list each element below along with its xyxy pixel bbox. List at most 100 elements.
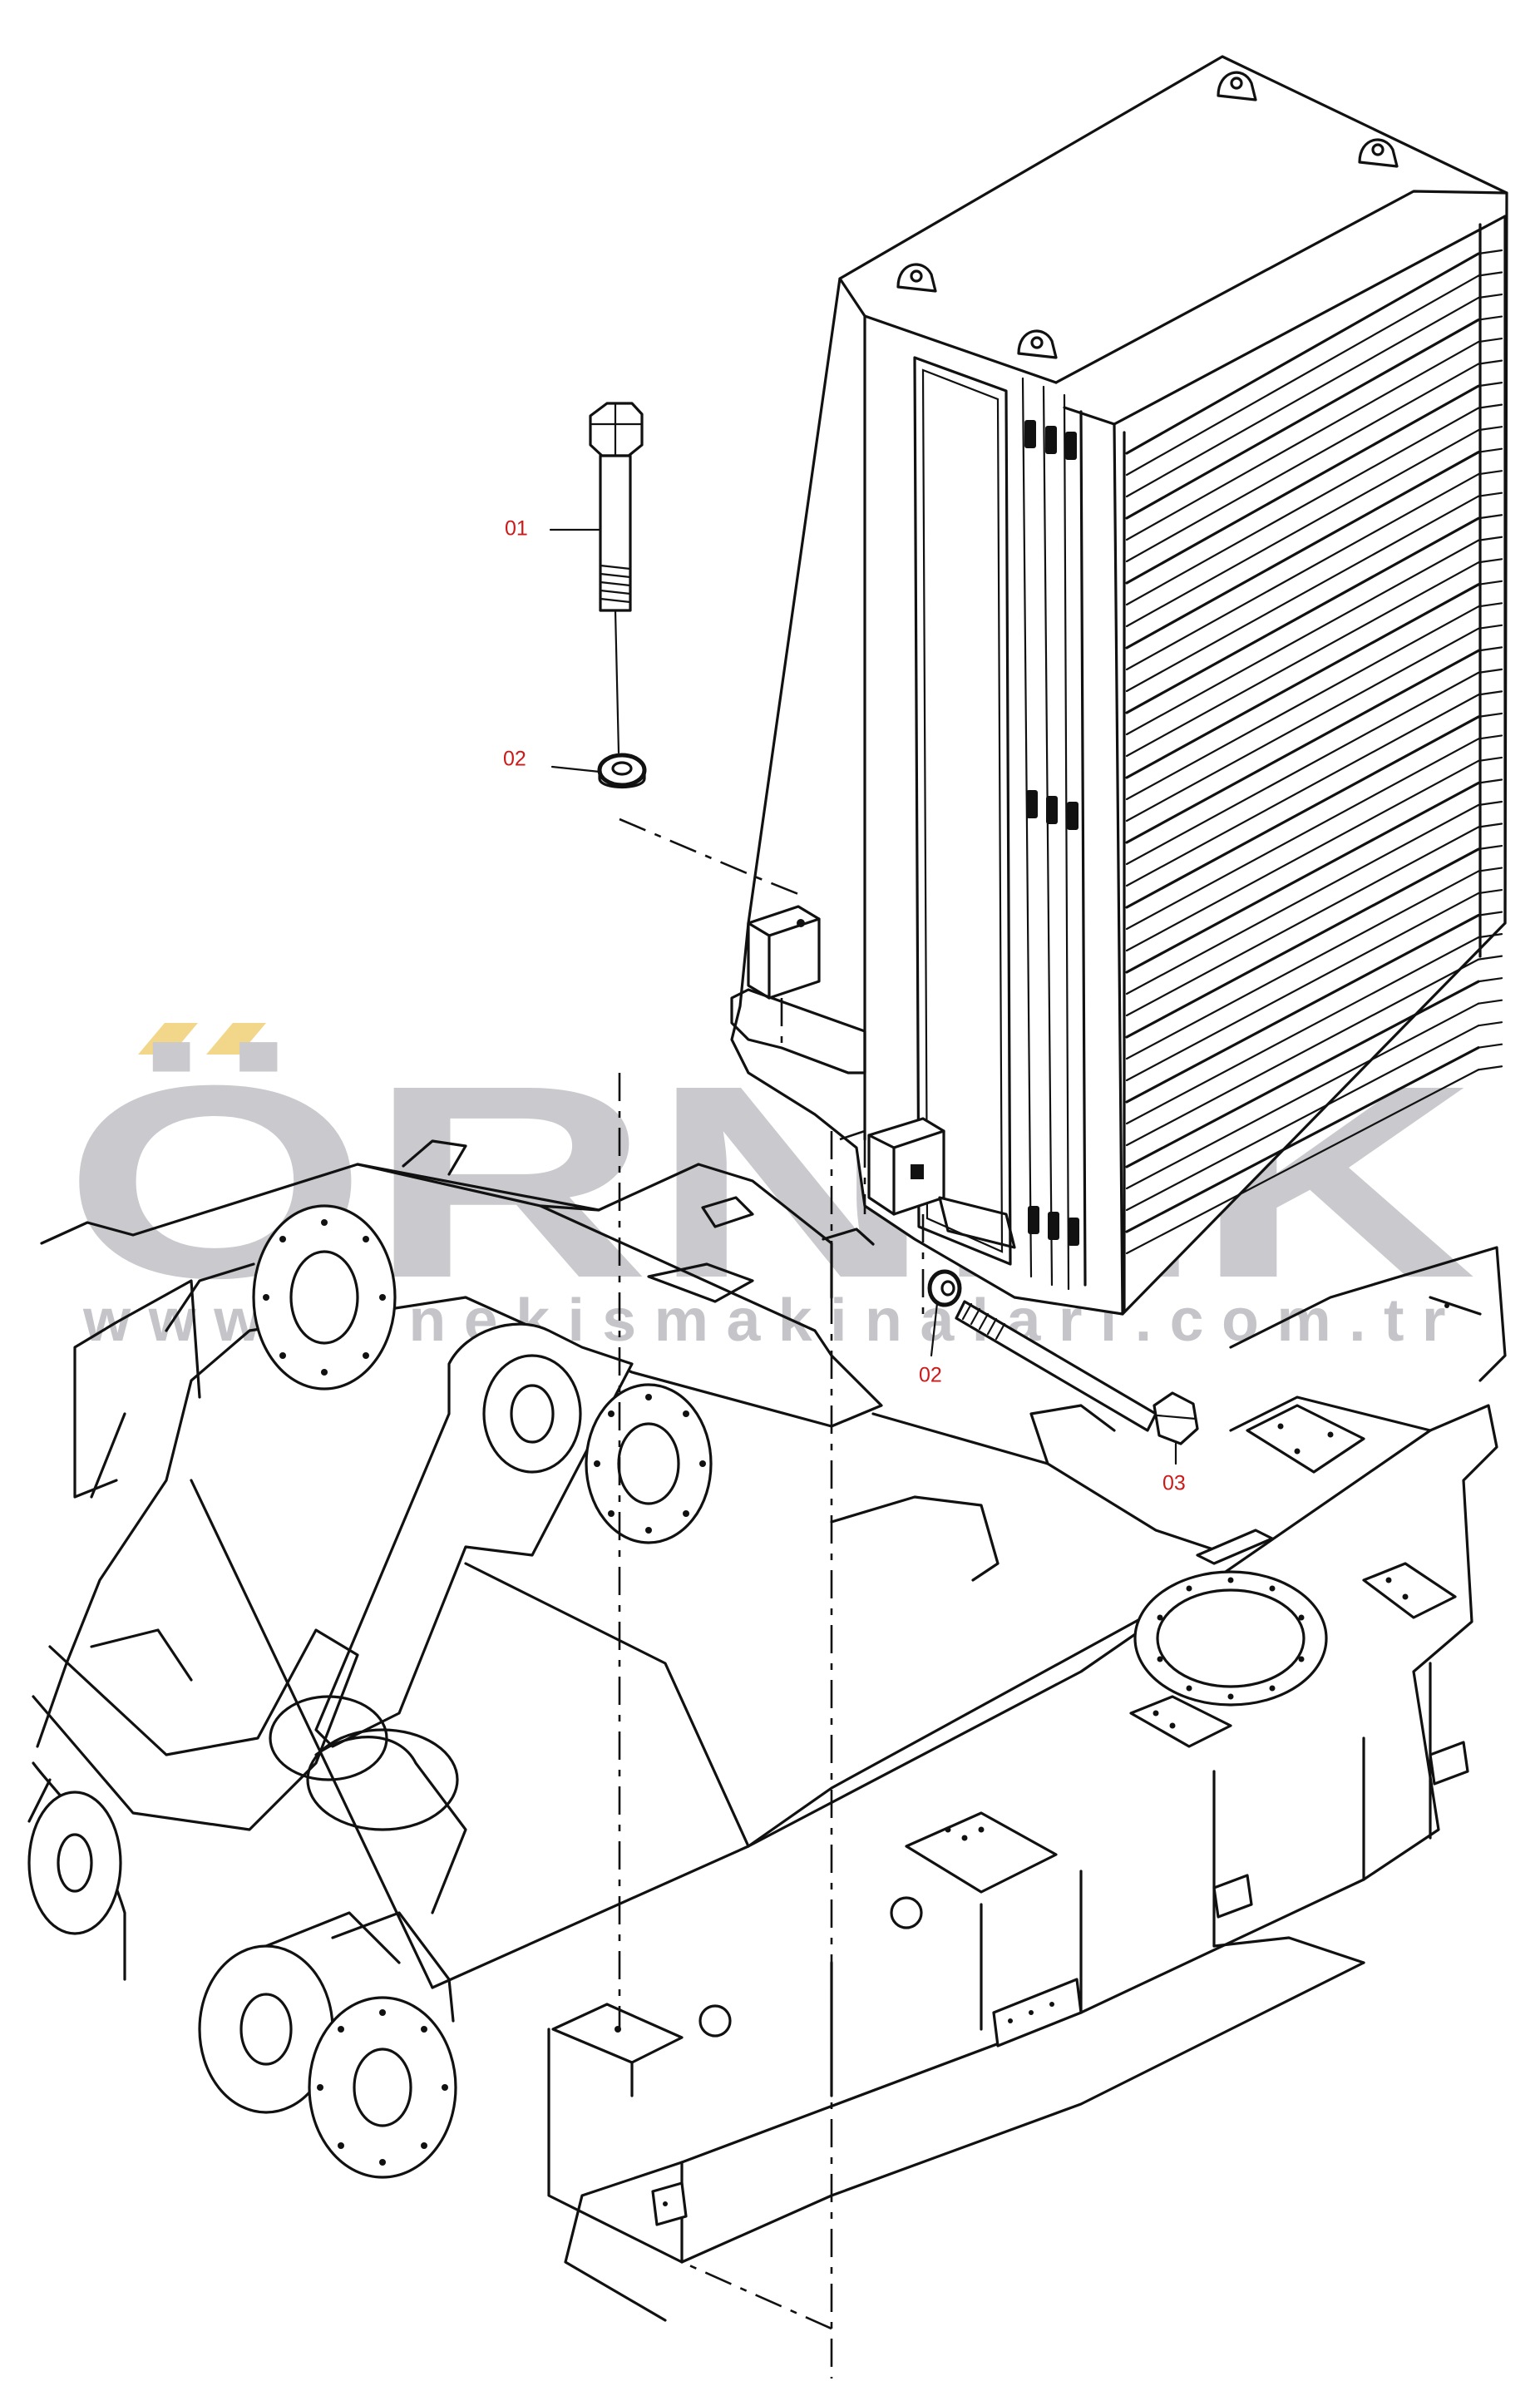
fin-line [1125,1046,1480,1233]
side-plate-2 [1212,1874,1253,1919]
fin-edge [1477,867,1503,872]
fin-edge [1477,977,1503,983]
fin-edge [1477,580,1503,585]
fin-edge [1477,382,1503,388]
callout-bolt-side: 03 [1162,1472,1186,1495]
fin-edge [1477,999,1503,1005]
pin-far-left [27,1791,122,1935]
fin-edge [1477,403,1503,409]
fin-line [1125,274,1480,477]
flange-center [585,1383,713,1544]
fin-line [1125,958,1480,1147]
fin-line [1125,781,1480,974]
fin-edge [1477,1043,1503,1049]
fin-edge [1477,624,1503,630]
fin-edge [1477,734,1503,740]
fin-line [1125,561,1480,758]
fin-line [1125,759,1480,952]
fin-edge [1477,337,1503,343]
fin-edge [1477,800,1503,807]
fin-line [1125,1069,1480,1255]
lifting-eye-3 [1217,71,1257,101]
mount-foot-upper [747,905,821,1000]
fin-edge [1477,911,1503,916]
watermark-accent-1 [138,1023,198,1055]
pad-d [1129,1695,1232,1748]
pad-a [1246,1404,1365,1474]
fin-line [1125,694,1480,887]
fin-edge [1477,536,1503,541]
fin-edge [1477,888,1503,895]
fin-edge [1477,426,1503,432]
fin-edge [1477,315,1503,321]
flange-upper-left [252,1204,397,1391]
fin-edge [1477,470,1503,476]
fin-edge [1477,1021,1503,1027]
fin-line [1125,605,1480,801]
pad-b [1196,1529,1274,1565]
fin-edge [1477,712,1503,719]
fin-line [1125,296,1480,498]
fin-edge [1477,690,1503,696]
watermark-accent-2 [206,1023,266,1055]
flange-front [308,1996,457,2179]
washer-top [597,753,647,789]
fin-line [1125,252,1480,455]
fin-line [1125,803,1480,995]
cooling-fins [1125,249,1503,1255]
hose-clamps [1024,420,1079,1246]
fin-edge [1477,822,1503,828]
fin-edge [1477,558,1503,564]
fin-edge [1477,271,1503,277]
fin-edge [1477,955,1503,961]
callout-washer-top: 02 [503,748,526,771]
fin-line [1125,980,1480,1168]
assembly-leaders [614,609,925,2379]
mount-foot-lower [867,1117,945,1216]
lifting-eye-4 [1358,138,1399,168]
side-plate-4 [651,2181,688,2226]
fin-line [1125,539,1480,736]
fin-line [1125,1025,1480,1212]
fin-edge [1477,756,1503,763]
fin-line [1125,936,1480,1125]
fin-line [1125,1002,1480,1190]
swing-ring [1133,1570,1328,1707]
washer-side [927,1269,962,1307]
fin-line [1125,407,1480,606]
fin-edge [1477,293,1503,299]
mount-pad-front [551,2003,684,2064]
fin-line [1125,583,1480,779]
bolt-side-shank [955,1300,1157,1432]
side-plate-1 [992,1978,1083,2048]
fin-edge [1477,249,1503,255]
fin-line [1125,318,1480,520]
fin-line [1125,649,1480,844]
bolt-long-shank [599,454,632,612]
fin-line [1125,627,1480,822]
fin-edge [1477,447,1503,453]
fin-line [1125,363,1480,563]
fin-edge [1477,646,1503,652]
fin-line [1125,738,1480,931]
fin-edge [1477,514,1503,520]
fin-line [1125,516,1480,714]
lifting-eye-1 [896,263,937,293]
fin-line [1125,826,1480,1017]
side-panel [913,356,1012,1266]
fin-line [1125,914,1480,1104]
fin-line [1125,340,1480,541]
fin-edge [1477,933,1503,939]
lifting-eye-2 [1017,329,1058,359]
side-plate-3 [1429,1741,1469,1786]
fin-line [1125,715,1480,909]
bolt-side-head [1153,1391,1199,1445]
callout-bolt-long: 01 [505,517,528,541]
fin-line [1125,451,1480,650]
boom-link [314,1322,634,1748]
pad-c [1362,1562,1457,1619]
radiator-assembly [730,55,1508,1316]
fin-line [1125,429,1480,628]
